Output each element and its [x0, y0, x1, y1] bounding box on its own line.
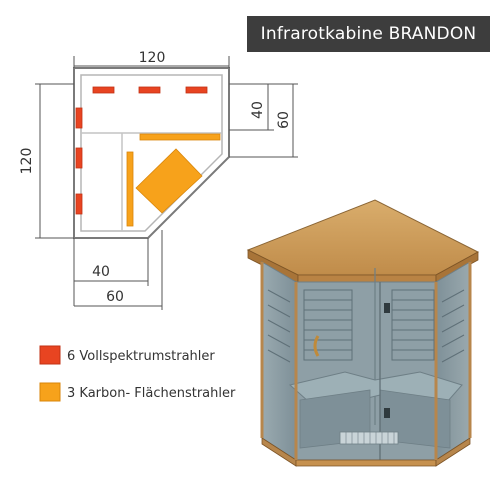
title-text: Infrarotkabine BRANDON	[260, 24, 477, 44]
door-hinge	[384, 303, 390, 313]
legend-label-karbon: 3 Karbon- Flächenstrahler	[67, 386, 236, 401]
cabin-roof	[246, 199, 480, 276]
vollspektrum-heater	[75, 107, 83, 129]
dim-right-large-label: 60	[276, 111, 292, 129]
door-handle	[313, 335, 320, 357]
cabin-left-wall	[261, 261, 297, 461]
floor-grate-lines	[345, 432, 395, 444]
dim-bottom-small-label: 40	[92, 264, 110, 280]
door-hinge	[384, 408, 390, 418]
plan-outer-outline	[73, 67, 230, 239]
legend-label-vollspektrum: 6 Vollspektrumstrahler	[67, 349, 215, 364]
vollspektrum-heater	[138, 86, 161, 94]
vollspektrum-heater	[75, 193, 83, 215]
heater-grid-side	[267, 289, 465, 363]
vollspektrum-heater	[185, 86, 208, 94]
floor-grate	[339, 431, 399, 445]
dim-top-label: 120	[139, 50, 166, 66]
heater-grid-right	[391, 289, 435, 361]
legend-swatch-vollspektrum	[39, 345, 61, 365]
cabin-base-front	[295, 459, 437, 467]
legend: 6 Vollspektrumstrahler 3 Karbon- Flächen…	[39, 345, 236, 402]
legend-swatch-karbon	[39, 382, 61, 402]
karbon-heater	[126, 151, 134, 227]
dim-left-label: 120	[19, 148, 35, 175]
floor-plan: 120 120 40 60 40 60	[19, 50, 298, 310]
vollspektrum-heater	[75, 147, 83, 169]
karbon-heater	[139, 133, 221, 141]
dim-right-small-label: 40	[250, 101, 266, 119]
cabin-base-right	[435, 437, 471, 467]
dim-bottom-large-label: 60	[106, 289, 124, 305]
heater-grid-left	[303, 289, 353, 361]
title-banner: Infrarotkabine BRANDON	[247, 16, 490, 52]
karbon-heater	[135, 148, 203, 214]
cabin-illustration	[246, 199, 480, 467]
vollspektrum-heater	[92, 86, 115, 94]
